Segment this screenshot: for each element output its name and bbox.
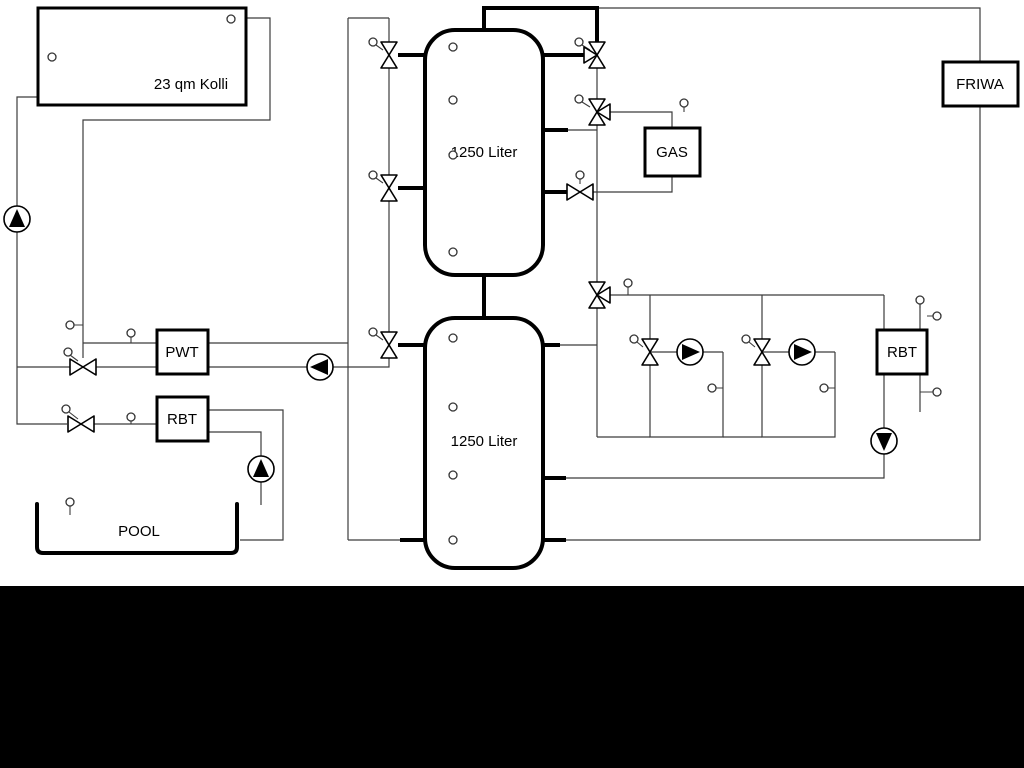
tank-bottom-sensor1-icon — [448, 333, 458, 343]
gas-boiler-box — [643, 126, 702, 178]
gas-boiler-label: GAS — [656, 144, 688, 161]
tank-top-sensor4-icon — [448, 247, 458, 257]
circuit1-valve-actuator-icon — [629, 334, 639, 344]
solar-pump-icon — [3, 205, 31, 233]
heating-header-sensor-icon — [623, 278, 633, 288]
tank-top-charge-valve-icon — [380, 41, 398, 69]
hot-supply-valve-icon — [584, 42, 605, 68]
hydraulic-schematic: 1250 Liter 1250 Liter 23 qm Kolli GAS FR… — [3, 6, 1020, 570]
rbt-dhw-exchanger-label: RBT — [887, 344, 917, 361]
pool-valve-actuator-icon — [61, 404, 71, 414]
tank-top-sensor1-icon — [448, 42, 458, 52]
schematic-canvas: 1250 Liter 1250 Liter 23 qm Kolli GAS FR… — [0, 0, 1024, 586]
pwt-line-sensor-icon — [126, 328, 136, 338]
solar-collector-box — [36, 6, 248, 107]
tank-bottom-sensor3-icon — [448, 470, 458, 480]
pool-pump-icon — [247, 455, 275, 483]
pipes-thin — [16, 7, 981, 541]
hot-supply-valve-actuator-icon — [574, 37, 584, 47]
charge-valve1-actuator-icon — [368, 37, 378, 47]
pipes-thick — [398, 6, 599, 542]
gas-supply-valve-icon — [589, 99, 610, 125]
dhw-low-sensor-icon — [932, 387, 942, 397]
pool-circuit-valve-icon — [67, 415, 95, 433]
solar-collector-label: 23 qm Kolli — [154, 76, 228, 93]
tank-bottom-sensor2-icon — [448, 402, 458, 412]
tank-bottom-sensor4-icon — [448, 535, 458, 545]
pool-sensor-icon — [65, 497, 75, 507]
solar-valve-actuator-icon — [63, 347, 73, 357]
tank-top-sensor2-icon — [448, 95, 458, 105]
heating-circuit2-pump-icon — [788, 338, 816, 366]
heating-circuit1-pump-icon — [676, 338, 704, 366]
letterbox-bottom — [0, 586, 1024, 768]
gas-return-valve-actuator-icon — [575, 170, 585, 180]
gas-return-valve-icon — [566, 183, 594, 201]
solar-line-sensor-icon — [65, 320, 75, 330]
collector-left-sensor-icon — [47, 52, 57, 62]
circuit2-return-sensor-icon — [819, 383, 829, 393]
charge-valve3-actuator-icon — [368, 327, 378, 337]
dhw-side-sensor-icon — [932, 311, 942, 321]
dhw-top-sensor-icon — [915, 295, 925, 305]
rbt-dhw-exchanger-box — [875, 328, 929, 376]
circuit1-return-sensor-icon — [707, 383, 717, 393]
collector-sensor-icon — [226, 14, 236, 24]
gas-supply-valve-actuator-icon — [574, 94, 584, 104]
circuit2-valve-actuator-icon — [741, 334, 751, 344]
solar-return-valve-icon — [69, 358, 97, 376]
tank-mid-charge-valve-icon — [380, 174, 398, 202]
pool-label: POOL — [118, 523, 160, 540]
pwt-heat-exchanger-box — [155, 328, 210, 376]
buffer-tank-bottom — [423, 316, 545, 570]
rbt-line-sensor-icon — [126, 412, 136, 422]
charge-valve2-actuator-icon — [368, 170, 378, 180]
dhw-exchanger-pump-icon — [870, 427, 898, 455]
friwa-station-label: FRIWA — [956, 76, 1004, 93]
buffer-tank-top-label: 1250 Liter — [451, 144, 518, 161]
pool-basin — [35, 502, 239, 555]
charge-pump-icon — [306, 353, 334, 381]
tank-low-charge-valve-icon — [380, 331, 398, 359]
rbt-pool-exchanger-label: RBT — [167, 411, 197, 428]
heating-header-valve-icon — [589, 282, 610, 308]
gas-line-sensor-icon — [679, 98, 689, 108]
tank-top-sensor3-icon — [448, 150, 458, 160]
buffer-tank-bottom-label: 1250 Liter — [451, 433, 518, 450]
rbt-pool-exchanger-box — [155, 395, 210, 443]
friwa-station-box — [941, 60, 1020, 108]
buffer-tank-top — [423, 28, 545, 277]
pwt-heat-exchanger-label: PWT — [165, 344, 198, 361]
